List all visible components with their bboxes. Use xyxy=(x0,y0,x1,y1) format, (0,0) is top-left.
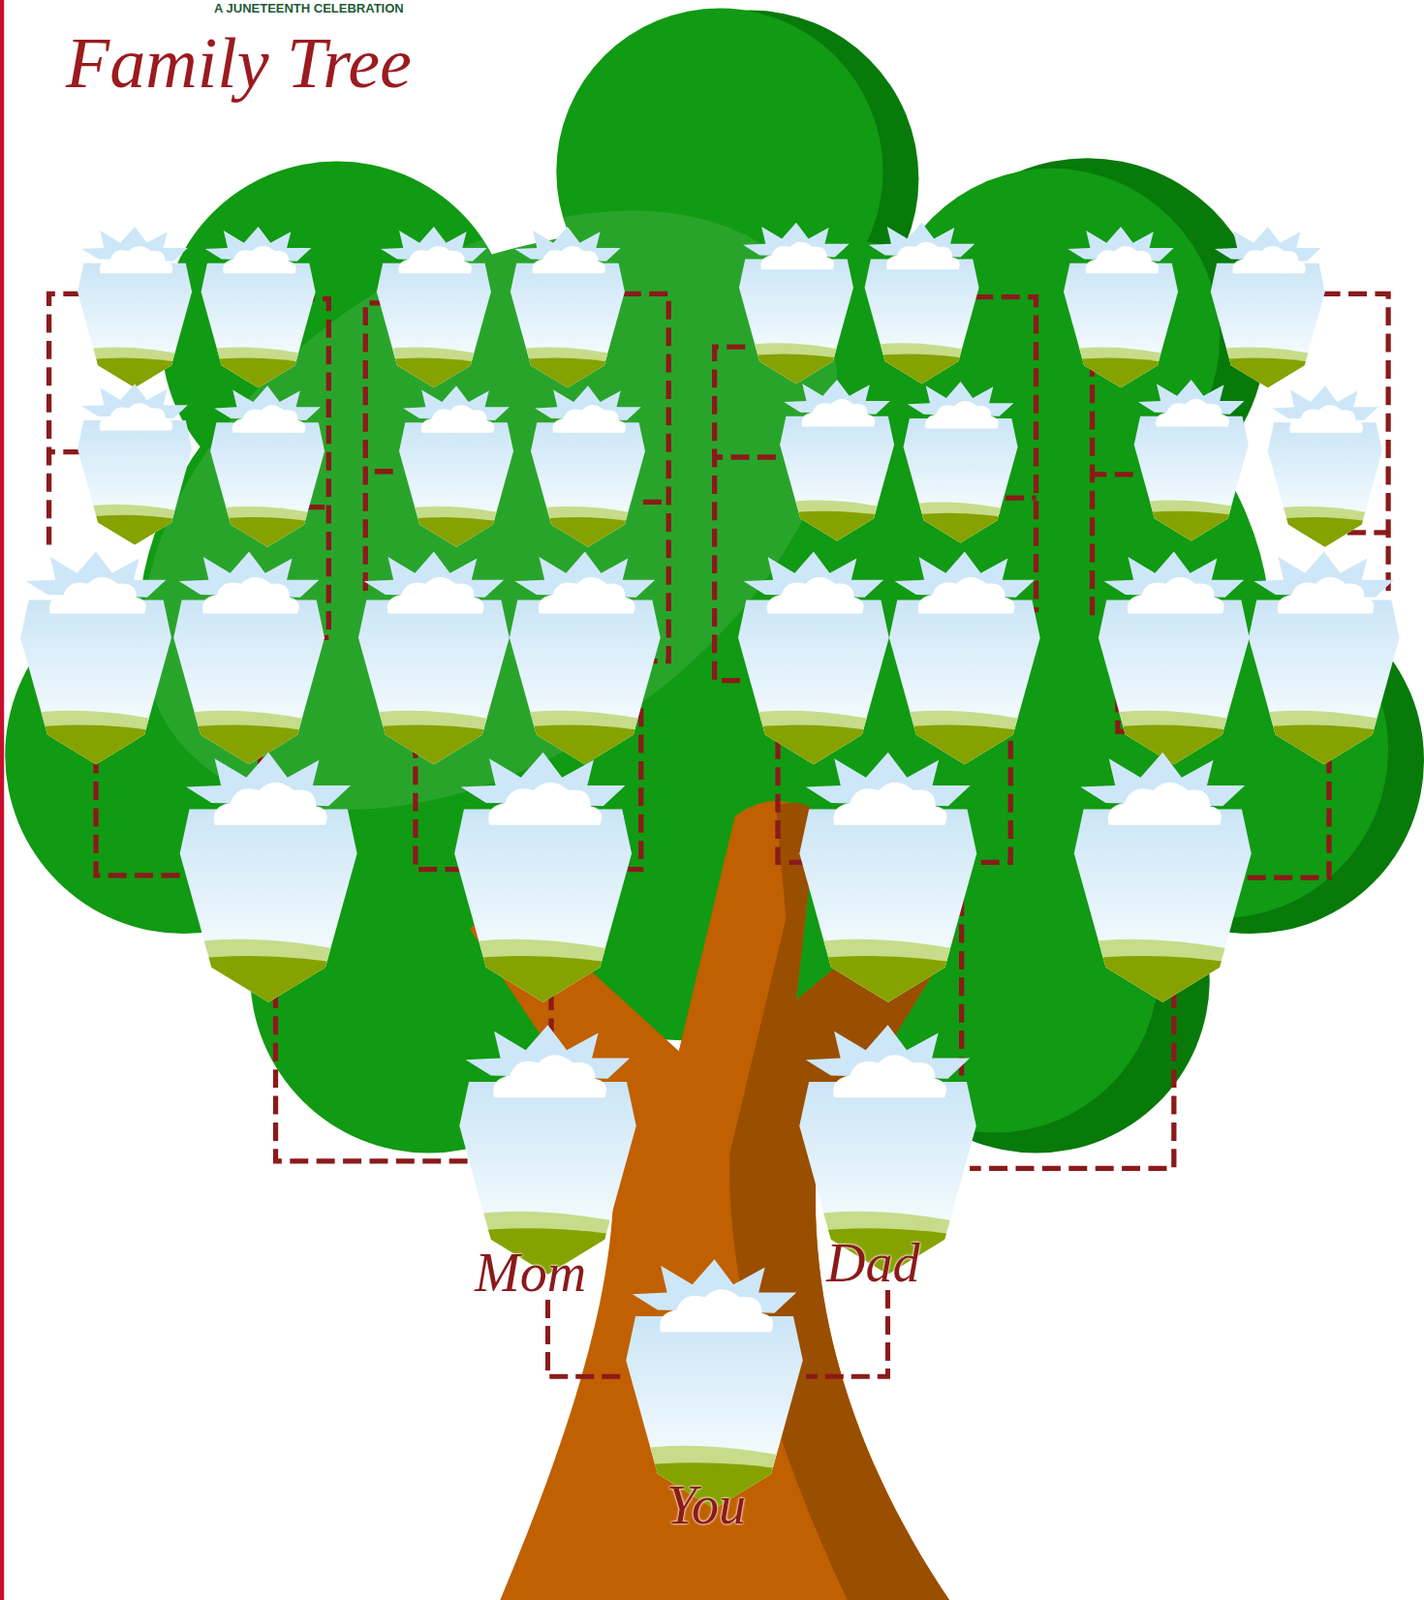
photo-frame xyxy=(73,383,196,554)
canopy-highlight xyxy=(31,87,949,934)
photo-frame xyxy=(732,551,895,775)
photo-frame xyxy=(15,551,178,775)
frame-outline xyxy=(456,1024,640,1275)
photo-frame xyxy=(448,752,639,1016)
photo-frame xyxy=(883,551,1046,775)
dashed-connector xyxy=(548,1300,624,1377)
frame-outline xyxy=(622,1259,806,1510)
photo-frame xyxy=(395,385,518,556)
member-label: Mom xyxy=(474,1245,587,1301)
photo-frame xyxy=(196,226,319,397)
ancestor-frames xyxy=(15,222,1406,1016)
photo-frame xyxy=(860,222,983,393)
photo-frame xyxy=(793,752,984,1016)
photo-frame xyxy=(1092,551,1255,775)
photo-frame xyxy=(1130,379,1253,550)
photo-frame xyxy=(506,226,629,397)
photo-frame xyxy=(503,551,666,775)
member-label: Dad xyxy=(826,1236,920,1291)
member-label: You xyxy=(666,1478,746,1533)
family-member-frame: You xyxy=(622,1259,806,1533)
photo-frame xyxy=(168,551,331,775)
photo-frame xyxy=(898,381,1022,552)
photo-frame xyxy=(735,222,858,393)
photo-frame xyxy=(1242,551,1405,775)
photo-frame xyxy=(73,226,196,397)
edge-bar xyxy=(0,0,4,1600)
dashed-connector xyxy=(805,1290,889,1377)
bracket xyxy=(49,293,83,552)
photo-frame xyxy=(352,551,515,775)
photo-frame xyxy=(173,752,364,1016)
bracket xyxy=(365,303,393,592)
photo-frame xyxy=(1264,385,1387,556)
photo-frame xyxy=(622,1259,806,1510)
photo-frame xyxy=(1059,226,1182,397)
photo-frame xyxy=(372,226,496,397)
photo-frame xyxy=(206,385,329,556)
subtitle-label: A JUNETEENTH CELEBRATION xyxy=(214,1,404,16)
photo-frame xyxy=(526,385,650,556)
photo-frame xyxy=(775,379,898,550)
family-member-frame: Dad xyxy=(796,1024,980,1291)
family-member-frame: Mom xyxy=(456,1024,640,1301)
title-text: Family Tree xyxy=(65,27,412,99)
photo-frame xyxy=(1067,752,1258,1016)
dashed-brackets xyxy=(49,293,1390,1169)
photo-frame xyxy=(456,1024,640,1275)
photo-frame xyxy=(1207,226,1330,397)
